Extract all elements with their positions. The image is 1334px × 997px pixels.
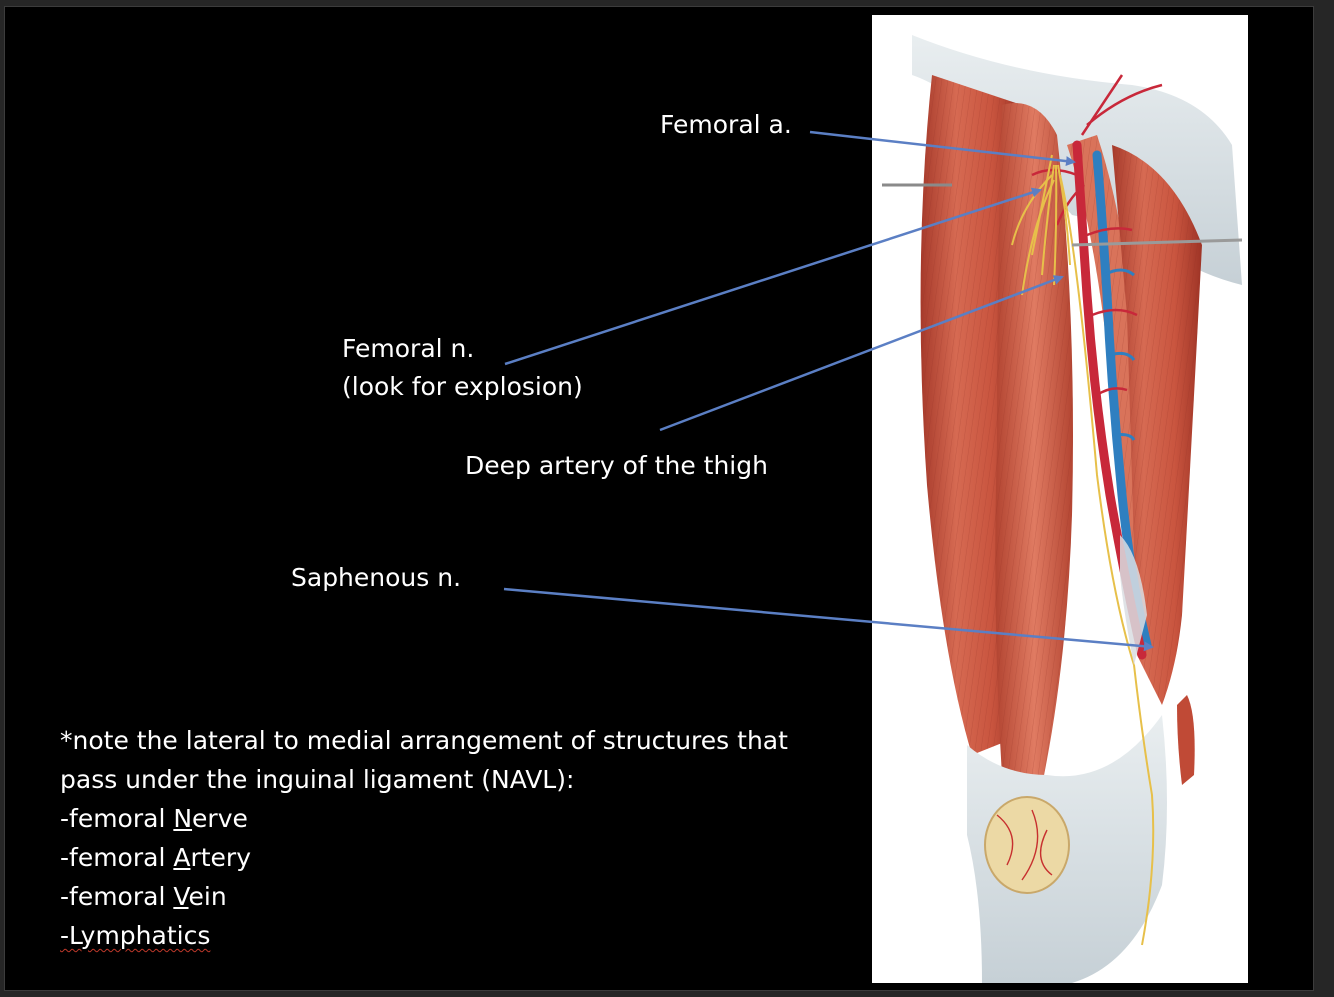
note-item-letter: A (173, 843, 191, 872)
note-item-rest: ein (188, 882, 227, 911)
note-item-prefix: -femoral (60, 882, 174, 911)
note-item-nerve: -femoral Nerve (60, 799, 788, 838)
navl-note: *note the lateral to medial arrangement … (60, 721, 788, 955)
note-line-2: pass under the inguinal ligament (NAVL): (60, 765, 575, 794)
label-saphenous-nerve: Saphenous n. (291, 563, 462, 592)
note-item-artery: -femoral Artery (60, 838, 788, 877)
thigh-anatomy-drawing (882, 35, 1243, 983)
note-line-1: *note the lateral to medial arrangement … (60, 726, 788, 755)
note-item-prefix: -femoral (60, 843, 174, 872)
note-item-vein: -femoral Vein (60, 877, 788, 916)
note-item-letter: N (173, 804, 193, 833)
note-item-rest: rtery (190, 843, 251, 872)
note-item-lymphatics-text: -Lymphatics (60, 921, 211, 950)
label-femoral-nerve: Femoral n. (look for explosion) (342, 330, 583, 406)
anatomy-illustration (872, 15, 1248, 983)
label-femoral-nerve-line1: Femoral n. (342, 334, 475, 363)
note-item-prefix: -femoral (60, 804, 174, 833)
note-item-lymphatics: -Lymphatics (60, 916, 788, 955)
note-item-letter: V (173, 882, 189, 911)
label-femoral-artery: Femoral a. (660, 110, 792, 139)
note-item-rest: erve (192, 804, 248, 833)
label-femoral-nerve-line2: (look for explosion) (342, 372, 583, 401)
label-deep-artery: Deep artery of the thigh (465, 451, 768, 480)
